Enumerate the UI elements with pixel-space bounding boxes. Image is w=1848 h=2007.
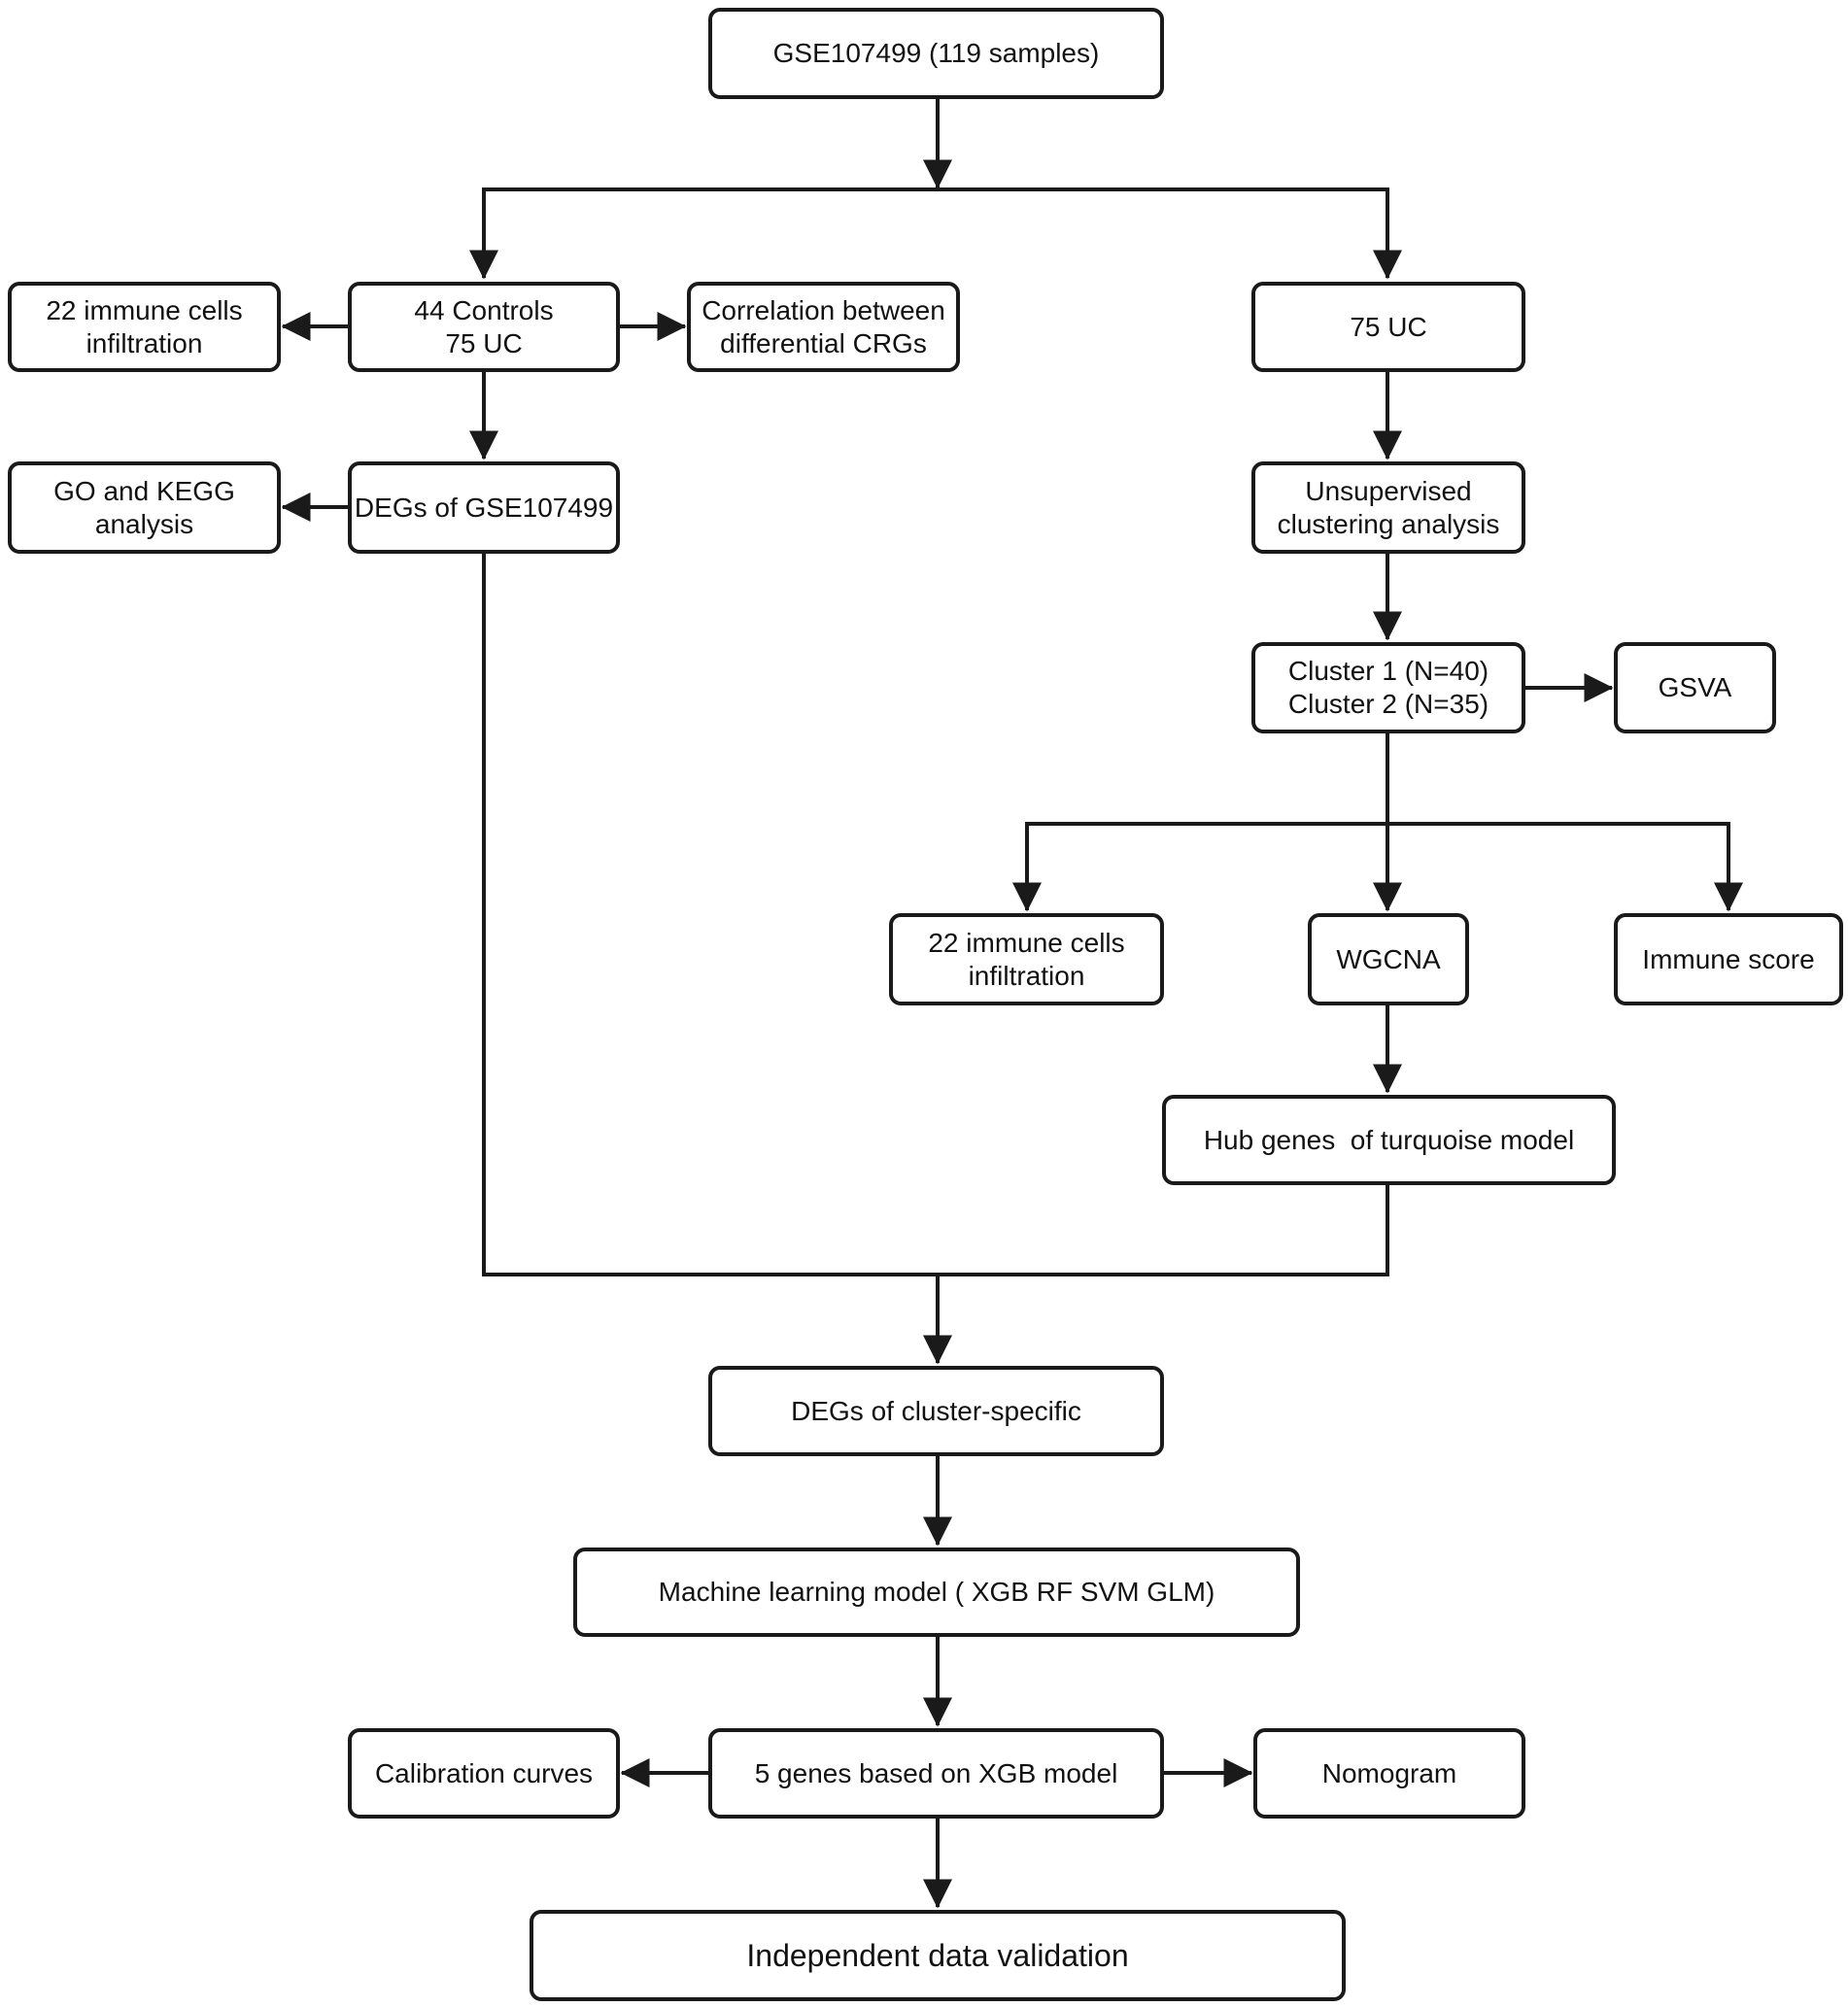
- node-immune-left: 22 immune cells infiltration: [8, 282, 281, 372]
- node-immune-mid-line-1: 22 immune cells: [928, 927, 1125, 958]
- node-correlation: Correlation between differential CRGs: [687, 282, 960, 372]
- node-correlation-line-2: differential CRGs: [720, 327, 927, 358]
- node-wgcna-label: WGCNA: [1336, 943, 1441, 974]
- node-degs-gse-label: DEGs of GSE107499: [354, 492, 614, 523]
- node-groups-line-1: 44 Controls: [414, 294, 554, 325]
- node-immune-score-label: Immune score: [1642, 943, 1815, 974]
- node-calibration: Calibration curves: [348, 1728, 620, 1819]
- node-go-kegg-line-1: GO and KEGG: [53, 475, 235, 506]
- node-validation: Independent data validation: [530, 1910, 1346, 2001]
- node-immune-mid: 22 immune cells infiltration: [889, 913, 1164, 1005]
- node-ml-model: Machine learning model ( XGB RF SVM GLM): [573, 1548, 1300, 1637]
- node-groups: 44 Controls 75 UC: [348, 282, 620, 372]
- node-immune-score: Immune score: [1614, 913, 1843, 1005]
- node-hub-genes: Hub genes of turquoise model: [1162, 1095, 1616, 1185]
- node-gse: GSE107499 (119 samples): [708, 8, 1164, 99]
- node-correlation-line-1: Correlation between: [702, 294, 945, 325]
- node-immune-left-line-1: 22 immune cells: [46, 294, 243, 325]
- node-clusters-line-1: Cluster 1 (N=40): [1287, 656, 1489, 686]
- node-uc-label: 75 UC: [1350, 311, 1427, 342]
- node-degs-cluster: DEGs of cluster-specific: [708, 1366, 1164, 1456]
- node-gse-label: GSE107499 (119 samples): [772, 38, 1100, 68]
- node-ml-model-label: Machine learning model ( XGB RF SVM GLM): [658, 1577, 1215, 1607]
- node-clusters-line-2: Cluster 2 (N=35): [1287, 689, 1489, 719]
- node-uc: 75 UC: [1251, 282, 1525, 372]
- node-unsupervised-line-1: Unsupervised: [1305, 475, 1472, 506]
- node-degs-gse: DEGs of GSE107499: [348, 461, 620, 554]
- node-go-kegg: GO and KEGG analysis: [8, 461, 281, 554]
- node-validation-label: Independent data validation: [746, 1938, 1129, 1973]
- node-wgcna: WGCNA: [1308, 913, 1469, 1005]
- node-nomogram-label: Nomogram: [1321, 1757, 1457, 1788]
- node-degs-cluster-label: DEGs of cluster-specific: [791, 1395, 1081, 1426]
- node-clusters: Cluster 1 (N=40) Cluster 2 (N=35): [1251, 642, 1525, 733]
- node-calibration-label: Calibration curves: [374, 1757, 594, 1788]
- node-gsva: GSVA: [1614, 642, 1776, 733]
- node-nomogram: Nomogram: [1253, 1728, 1525, 1819]
- node-go-kegg-line-2: analysis: [94, 508, 194, 539]
- node-unsupervised: Unsupervised clustering analysis: [1251, 461, 1525, 554]
- node-gsva-label: GSVA: [1658, 672, 1732, 702]
- node-unsupervised-line-2: clustering analysis: [1277, 508, 1500, 539]
- node-hub-genes-label: Hub genes of turquoise model: [1203, 1124, 1575, 1155]
- node-groups-line-2: 75 UC: [445, 327, 523, 358]
- node-immune-mid-line-2: infiltration: [968, 960, 1085, 991]
- node-five-genes-label: 5 genes based on XGB model: [754, 1757, 1118, 1788]
- node-immune-left-line-2: infiltration: [86, 327, 203, 358]
- connector-degs-merge: [482, 554, 1389, 1276]
- node-five-genes: 5 genes based on XGB model: [708, 1728, 1164, 1819]
